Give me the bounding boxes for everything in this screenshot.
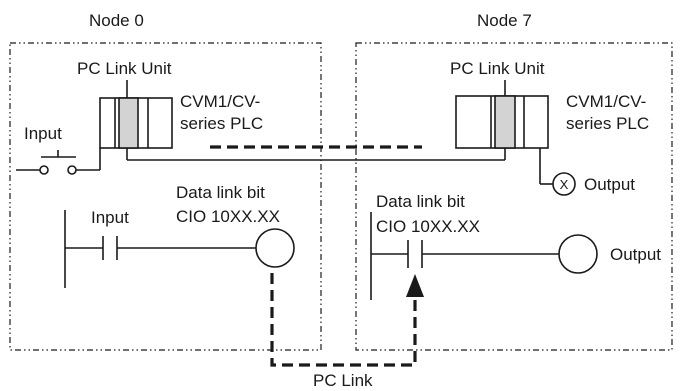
node0-input-switch-label: Input xyxy=(24,124,62,143)
node0-data-link-label-1: Data link bit xyxy=(176,183,265,202)
node7-data-link-label-2: CIO 10XX.XX xyxy=(376,217,480,236)
node7-title: Node 7 xyxy=(477,11,532,30)
node7-ladder-output-label: Output xyxy=(610,245,661,264)
node7-unit-label: PC Link Unit xyxy=(450,59,545,78)
data-flow-arrowhead xyxy=(406,274,424,297)
node0-data-link-label-2: CIO 10XX.XX xyxy=(176,207,280,226)
node7-frame xyxy=(355,42,673,351)
node7-plc-unit xyxy=(455,95,549,149)
node0-plc-label-2: series PLC xyxy=(180,114,263,133)
pc-link-label: PC Link xyxy=(313,371,373,390)
node0-ladder-rung xyxy=(64,210,256,288)
node7-pc-link-card xyxy=(494,95,516,149)
node7-output-coil xyxy=(558,234,598,274)
node7-plc-label-1: CVM1/CV- xyxy=(566,92,646,111)
node0-input-switch xyxy=(16,148,101,175)
data-flow-path xyxy=(270,273,417,367)
node0-title: Node 0 xyxy=(89,11,144,30)
node7-output-lamp-label: Output xyxy=(584,175,635,194)
node7-data-link-label-1: Data link bit xyxy=(376,192,465,211)
node0-output-coil xyxy=(255,228,295,268)
node0-unit-label: PC Link Unit xyxy=(77,59,172,78)
node7-ladder-rung xyxy=(370,212,559,300)
node0-plc-label-1: CVM1/CV- xyxy=(180,92,260,111)
node0-frame xyxy=(9,42,322,351)
node0-pc-link-card xyxy=(118,97,139,149)
node0-ladder-input-label: Input xyxy=(91,208,129,227)
node7-output-lamp-symbol: X xyxy=(560,177,569,192)
node7-output-lamp: X xyxy=(539,148,576,196)
node0-plc-unit xyxy=(99,97,173,149)
node7-plc-label-2: series PLC xyxy=(566,114,649,133)
